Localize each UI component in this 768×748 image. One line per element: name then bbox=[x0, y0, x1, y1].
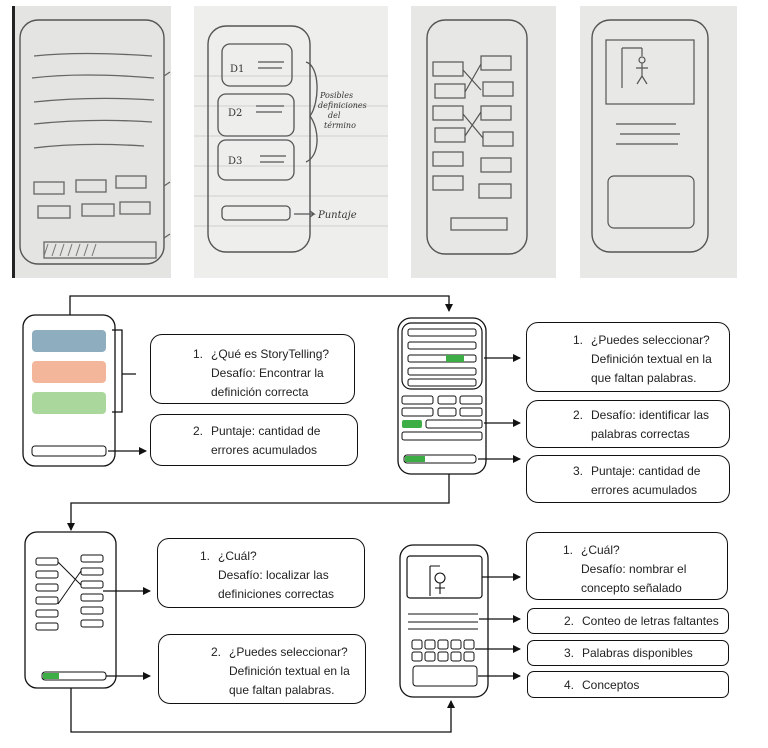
flow-connector-2 bbox=[67, 474, 450, 531]
sketch-note-definiciones: Posibles definiciones del término bbox=[318, 91, 369, 130]
score-bar bbox=[31, 445, 107, 457]
callout-text: Palabras disponibles bbox=[582, 646, 693, 660]
callout-matching-2: 2. ¿Puedes seleccionar? Definición textua… bbox=[158, 634, 366, 704]
callout-text: ¿Cuál? Desafío: localizar las definicion… bbox=[218, 549, 335, 601]
sketch-note-d1: D1 bbox=[230, 64, 244, 75]
option-orange bbox=[32, 361, 106, 383]
callout-number: 3. bbox=[572, 464, 583, 478]
callout-fill-words-2: 2. Desafío: identificar las palabras corr… bbox=[526, 400, 730, 448]
flow-connector-1 bbox=[69, 295, 453, 315]
sketch-note-d2: D2 bbox=[228, 108, 242, 119]
callout-storytelling-1: 1. ¿Qué es StoryTelling? Desafío: Encontr… bbox=[150, 334, 355, 404]
callout-text: Puntaje: cantidad de errores acumulados bbox=[591, 464, 701, 497]
wireframe-screen-matching bbox=[24, 531, 151, 689]
callout-text: ¿Qué es StoryTelling? Desafío: Encontrar… bbox=[211, 347, 330, 399]
callout-matching-1: 1. ¿Cuál? Desafío: localizar las definici… bbox=[157, 538, 365, 608]
callout-number: 2. bbox=[210, 645, 221, 659]
callout-number: 2. bbox=[563, 614, 574, 628]
callout-number: 4. bbox=[563, 678, 574, 692]
callout-text: Conceptos bbox=[582, 678, 640, 692]
wireframe-screen-hangman bbox=[399, 544, 521, 698]
callout-storytelling-2: 2. Puntaje: cantidad de errores acumulado… bbox=[150, 414, 358, 466]
callout-number: 1. bbox=[199, 549, 210, 563]
sketch-note-d3: D3 bbox=[228, 156, 242, 167]
callout-hangman-1: 1. ¿Cuál? Desafío: nombrar el concepto se… bbox=[526, 532, 728, 600]
wireframe-screen-fill-words bbox=[397, 317, 521, 475]
hangman-icon bbox=[429, 565, 446, 596]
callout-text: Desafío: identificar las palabras correc… bbox=[591, 408, 710, 441]
callout-text: Conteo de letras faltantes bbox=[582, 614, 719, 628]
sketch-note-puntaje: Puntaje bbox=[317, 210, 357, 221]
callout-text: ¿Cuál? Desafío: nombrar el concepto seña… bbox=[581, 543, 687, 595]
sketch-photo-4 bbox=[580, 6, 737, 278]
sketch-photo-2: D1 D2 D3 Posibles definiciones del térmi… bbox=[194, 6, 388, 278]
callout-hangman-3: 3. Palabras disponibles bbox=[527, 640, 729, 666]
callout-hangman-4: 4. Conceptos bbox=[527, 671, 729, 698]
callout-text: ¿Puedes seleccionar? Definición textual … bbox=[229, 645, 350, 697]
callout-fill-words-1: 1. ¿Puedes seleccionar? Definición textua… bbox=[526, 322, 730, 392]
callout-number: 1. bbox=[192, 347, 203, 361]
sketch-photo-1 bbox=[12, 6, 171, 278]
callout-fill-words-3: 3. Puntaje: cantidad de errores acumulado… bbox=[526, 455, 730, 503]
callout-text: ¿Puedes seleccionar? Definición textual … bbox=[591, 333, 712, 385]
option-green bbox=[32, 392, 106, 414]
callout-hangman-2: 2. Conteo de letras faltantes bbox=[527, 608, 729, 634]
option-blue bbox=[32, 330, 106, 352]
callout-number: 2. bbox=[192, 424, 203, 438]
sketch-photo-3 bbox=[411, 6, 556, 278]
wireframe-screen-storytelling bbox=[22, 314, 147, 467]
callout-text: Puntaje: cantidad de errores acumulados bbox=[211, 424, 321, 457]
callout-number: 1. bbox=[562, 543, 573, 557]
flow-connector-3 bbox=[70, 688, 455, 733]
callout-number: 1. bbox=[572, 333, 583, 347]
callout-number: 2. bbox=[572, 408, 583, 422]
callout-number: 3. bbox=[563, 646, 574, 660]
